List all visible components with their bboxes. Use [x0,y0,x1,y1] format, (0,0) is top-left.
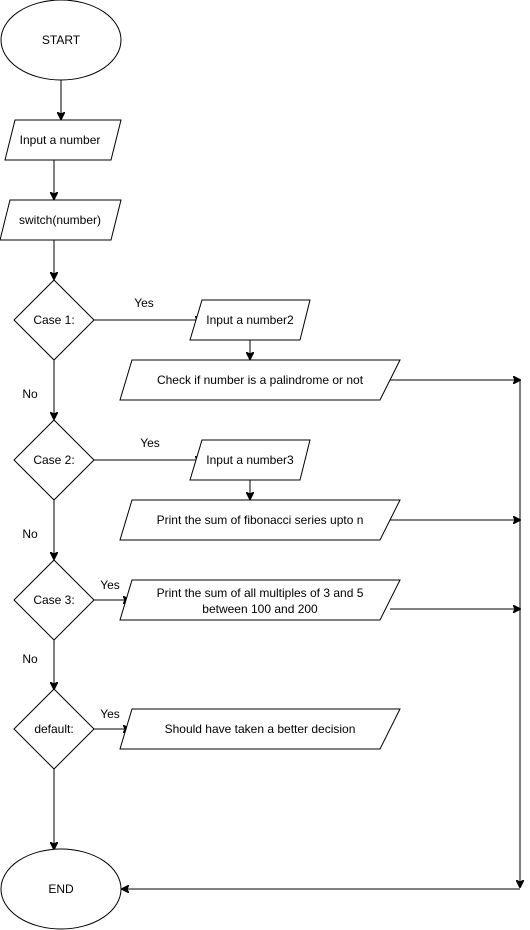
case3-no-label: No [22,652,38,666]
case1-no-label: No [22,387,38,401]
input-number3-node: Input a number3 [189,439,311,481]
end-label: END [48,882,74,896]
default-decision: default: [13,688,95,770]
input-number2-label: Input a number2 [206,313,294,327]
edges [54,80,520,889]
input-number-label: Input a number [20,133,101,147]
switch-label: switch(number) [19,213,101,227]
fibonacci-node: Print the sum of fibonacci series upto n [119,499,401,541]
default-label: default: [34,722,73,736]
case2-yes-label: Yes [140,436,160,450]
case3-label: Case 3: [33,593,74,607]
palindrome-label: Check if number is a palindrome or not [157,373,364,387]
start-node: START [0,0,122,81]
case2-no-label: No [22,527,38,541]
multiples-node: Print the sum of all multiples of 3 and … [119,579,401,621]
input-number2-node: Input a number2 [189,299,311,341]
case2-label: Case 2: [33,453,74,467]
switch-node: switch(number) [0,199,122,241]
default-yes-label: Yes [100,707,120,721]
better-decision-node: Should have taken a better decision [119,708,401,750]
case2-decision: Case 2: [13,419,95,501]
case1-label: Case 1: [33,313,74,327]
multiples-label-line1: Print the sum of all multiples of 3 and … [157,586,364,600]
case3-yes-label: Yes [100,578,120,592]
case1-yes-label: Yes [134,296,154,310]
better-decision-label: Should have taken a better decision [165,722,356,736]
end-node: END [0,848,122,930]
case1-decision: Case 1: [13,279,95,361]
input-number-node: Input a number [4,119,122,161]
multiples-label-line2: between 100 and 200 [202,602,318,616]
fibonacci-label: Print the sum of fibonacci series upto n [157,513,364,527]
start-label: START [42,33,81,47]
case3-decision: Case 3: [13,559,95,641]
palindrome-node: Check if number is a palindrome or not [119,359,401,401]
input-number3-label: Input a number3 [206,453,294,467]
